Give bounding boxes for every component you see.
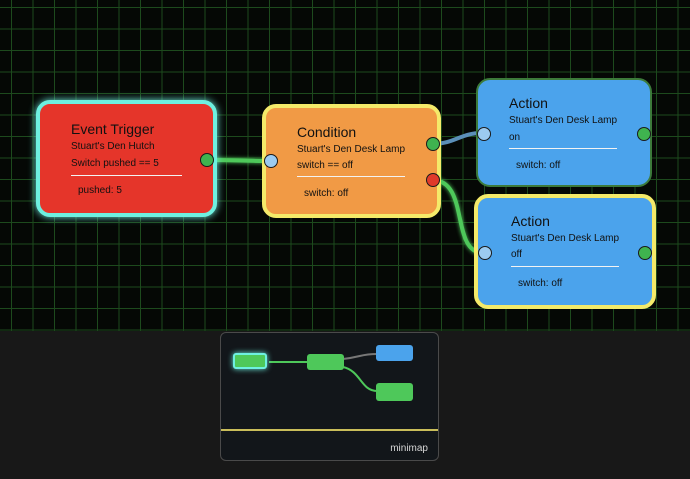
node-command: on bbox=[509, 132, 521, 143]
node-status: switch: off bbox=[304, 188, 349, 199]
node-title: Event Trigger bbox=[71, 121, 155, 137]
minimap-panel[interactable]: minimap bbox=[220, 332, 439, 461]
minimap-condition-node[interactable] bbox=[307, 354, 344, 370]
node-device: Stuart's Den Hutch bbox=[71, 141, 155, 152]
minimap-label: minimap bbox=[390, 443, 428, 454]
condition-true-port[interactable] bbox=[426, 137, 440, 151]
node-divider bbox=[297, 176, 405, 177]
node-device: Stuart's Den Desk Lamp bbox=[297, 144, 406, 155]
event-output-port[interactable] bbox=[200, 153, 214, 167]
minimap-wires bbox=[269, 353, 378, 392]
action-off-input-port[interactable] bbox=[478, 246, 492, 260]
node-divider bbox=[511, 266, 619, 267]
node-status: switch: off bbox=[516, 160, 561, 171]
node-divider bbox=[509, 148, 617, 149]
action-on-node[interactable]: Action Stuart's Den Desk Lamp on switch:… bbox=[476, 78, 652, 187]
node-divider bbox=[71, 175, 182, 176]
action-on-input-port[interactable] bbox=[477, 127, 491, 141]
action-on-output-port[interactable] bbox=[637, 127, 651, 141]
action-off-output-port[interactable] bbox=[638, 246, 652, 260]
wire-condition-to-action-off[interactable] bbox=[430, 178, 485, 255]
node-device: Stuart's Den Desk Lamp bbox=[511, 233, 620, 244]
node-title: Condition bbox=[297, 124, 357, 140]
node-editor-canvas[interactable]: Event Trigger Stuart's Den Hutch Switch … bbox=[0, 0, 690, 331]
node-condition: switch == off bbox=[297, 160, 353, 171]
condition-node[interactable]: Condition Stuart's Den Desk Lamp switch … bbox=[262, 104, 441, 218]
node-device: Stuart's Den Desk Lamp bbox=[509, 115, 618, 126]
minimap-event-node[interactable] bbox=[233, 353, 267, 369]
node-status: pushed: 5 bbox=[78, 185, 122, 196]
minimap-viewport-edge bbox=[221, 429, 438, 431]
node-status: switch: off bbox=[518, 278, 563, 289]
condition-false-port[interactable] bbox=[426, 173, 440, 187]
minimap-action-off-node[interactable] bbox=[376, 383, 413, 401]
node-title: Action bbox=[509, 95, 548, 111]
node-title: Action bbox=[511, 213, 550, 229]
action-off-node[interactable]: Action Stuart's Den Desk Lamp off switch… bbox=[474, 194, 656, 309]
condition-input-port[interactable] bbox=[264, 154, 278, 168]
minimap-action-on-node[interactable] bbox=[376, 345, 413, 361]
node-command: off bbox=[511, 249, 522, 260]
event-trigger-node[interactable]: Event Trigger Stuart's Den Hutch Switch … bbox=[36, 100, 217, 217]
node-condition: Switch pushed == 5 bbox=[71, 158, 159, 169]
